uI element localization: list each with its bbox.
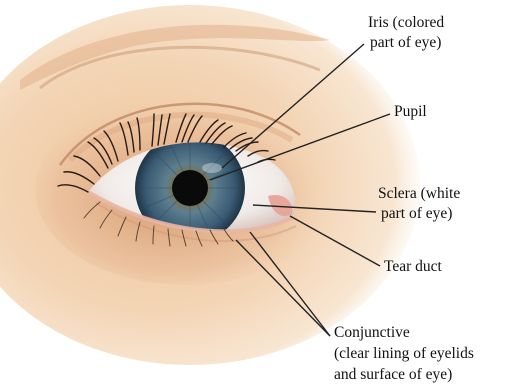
pupil <box>172 170 208 206</box>
conjunctive-label-line2: (clear lining of eyelids <box>334 345 474 363</box>
conjunctive-label-line1: Conjunctive <box>334 324 410 342</box>
sclera-label-line1: Sclera (white <box>378 185 460 203</box>
sclera-label-line2: part of eye) <box>381 205 452 223</box>
pupil-label: Pupil <box>394 103 427 121</box>
iris-label-line1: Iris (colored <box>368 14 444 32</box>
conjunctive-label-line3: and surface of eye) <box>334 366 452 384</box>
tear-duct-label: Tear duct <box>384 258 442 276</box>
iris-label-line2: part of eye) <box>370 34 441 52</box>
